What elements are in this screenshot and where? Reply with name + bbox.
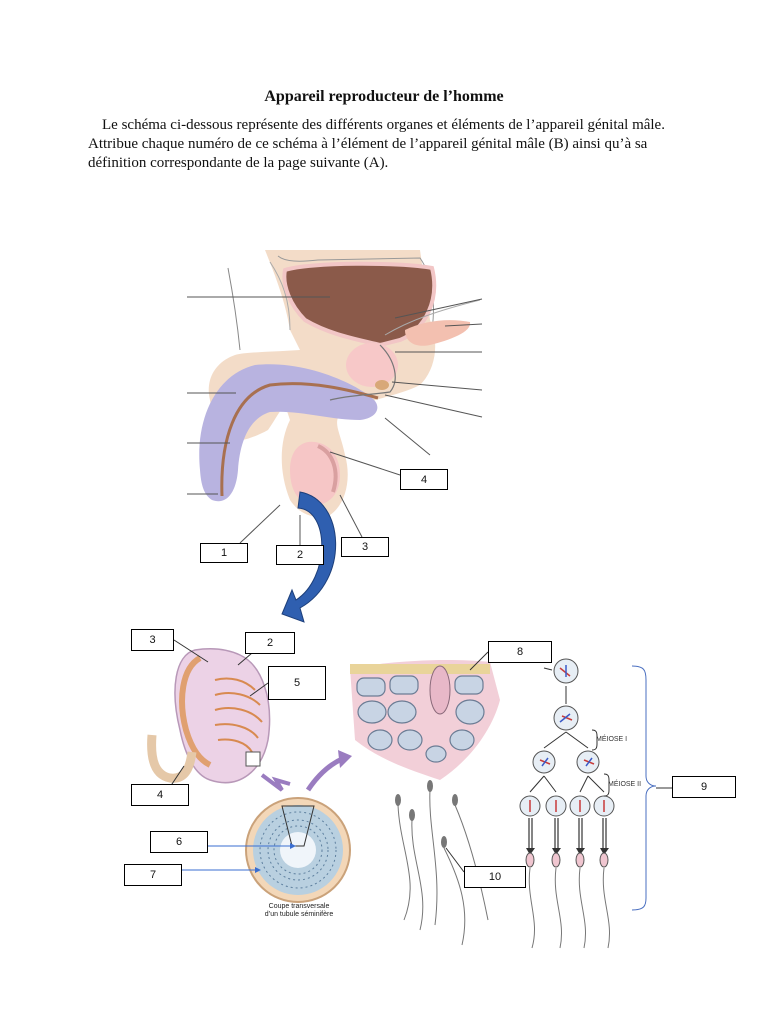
label-box-bottom-3: 3	[131, 629, 174, 651]
leader-lines-top	[187, 296, 483, 545]
meiose-1-label: MÉIOSE I	[596, 736, 628, 743]
prostate-shape	[346, 343, 398, 387]
label-text: 7	[149, 869, 157, 881]
label-box-top-2: 2	[276, 545, 324, 565]
label-box-bottom-9: 9	[672, 776, 736, 798]
label-text: 6	[175, 836, 183, 848]
label-text: 10	[488, 871, 502, 883]
label-box-bottom-8: 8	[488, 641, 552, 663]
male-reproductive-sagittal-diagram	[187, 250, 483, 623]
caption-line-2: d’un tubule séminifère	[264, 911, 334, 918]
zoom-arrow	[281, 491, 337, 623]
label-text: 8	[516, 646, 524, 658]
intro-paragraph: Le schéma ci-dessous représente des diff…	[88, 116, 692, 173]
label-text: 4	[156, 789, 164, 801]
label-text: 5	[293, 677, 301, 689]
label-box-top-4: 4	[400, 469, 448, 490]
penis-shape	[199, 364, 378, 502]
label-text: 2	[296, 549, 304, 561]
testis-detail-diagram	[121, 630, 672, 956]
tubule-caption: Coupe transversale d’un tubule séminifèr…	[244, 903, 354, 919]
label-text: 3	[149, 634, 156, 646]
label-box-top-1: 1	[200, 543, 248, 563]
label-box-bottom-5: 5	[268, 666, 326, 700]
label-box-top-3: 3	[341, 537, 389, 557]
meiose-2-label: MÉIOSE II	[608, 781, 642, 788]
label-box-bottom-7: 7	[124, 864, 182, 886]
label-text: 2	[266, 637, 274, 649]
page-title: Appareil reproducteur de l’homme	[264, 88, 504, 105]
label-box-bottom-10: 10	[464, 866, 526, 888]
label-text: 4	[420, 473, 428, 486]
label-box-bottom-6: 6	[150, 831, 208, 853]
meiosis-tree	[529, 686, 605, 793]
label-text: 3	[361, 541, 369, 553]
testis-shape	[290, 441, 340, 505]
label-text: 1	[220, 547, 228, 559]
intro-text: Le schéma ci-dessous représente des diff…	[88, 117, 665, 171]
caption-line-1: Coupe transversale	[268, 903, 330, 910]
label-box-bottom-2: 2	[245, 632, 295, 654]
label-text: 9	[700, 781, 708, 793]
seminal-vesicle-shape	[405, 320, 471, 346]
label-box-bottom-4: 4	[131, 784, 189, 806]
